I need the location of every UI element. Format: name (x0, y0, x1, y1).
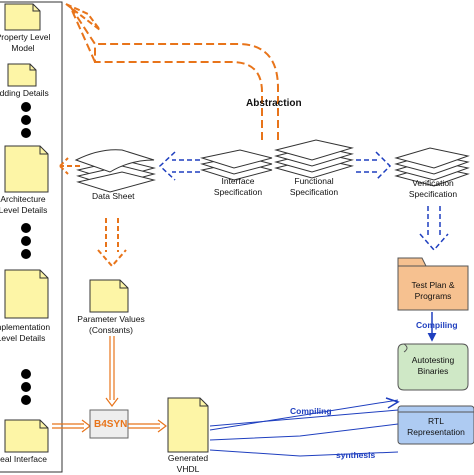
arrow-functional-to-verification (356, 151, 392, 181)
test-plan-box (397, 257, 469, 311)
generated-vhdl-label: Generated VHDL (164, 453, 212, 475)
interface-spec-label: Interface Specification (206, 176, 270, 198)
ellipsis-dots-1 (21, 102, 31, 138)
real-interface-line-1: Real Interface (0, 454, 47, 464)
left-column-frame (0, 1, 63, 473)
rtl-line-2: Representation (407, 427, 465, 437)
params-line-1: Parameter Values (77, 314, 145, 324)
compiling-bottom-label: Compiling (290, 406, 332, 416)
arrow-datasheet-to-params (97, 218, 127, 268)
auto-line-1: Autotesting (411, 355, 455, 365)
rtl-box (397, 405, 474, 445)
implementation-line-2: Level Details (0, 333, 46, 343)
interface-line-1: Interface (221, 176, 255, 186)
b4syn-label: B4SYN (94, 419, 128, 430)
params-line-2: (Constants) (89, 325, 133, 335)
verification-spec-stack (394, 147, 470, 187)
rtl-line-1: RTL (428, 416, 444, 426)
vhdl-to-rtl-arrowhead (385, 397, 400, 409)
label-property-level: Property Level Model (0, 32, 54, 54)
vhdl-to-rtl-lines (209, 399, 399, 457)
property-line-1: Property Level (0, 32, 51, 42)
ellipsis-dots-3 (21, 369, 31, 405)
architecture-line-1: Architecture (0, 194, 46, 204)
functional-spec-label: Functional Specification (280, 176, 348, 198)
doc-icon-architecture (4, 145, 49, 193)
functional-spec-stack (274, 139, 354, 179)
doc-icon-real-interface (4, 419, 49, 453)
arrow-b4syn-to-vhdl (128, 419, 167, 433)
arrow-params-to-b4syn (105, 336, 119, 407)
label-real-interface: Real Interface (0, 454, 47, 465)
arrow-verification-to-testplan (419, 206, 449, 252)
test-plan-label: Test Plan & Programs (400, 280, 466, 302)
parameter-values-label: Parameter Values (Constants) (70, 314, 152, 336)
property-line-2: Model (11, 43, 35, 53)
ellipsis-dots-2 (21, 223, 31, 259)
adding-line-1: Adding Details (0, 88, 49, 98)
arrow-interface-to-datasheet (158, 151, 200, 181)
abstraction-label: Abstraction (246, 98, 302, 109)
doc-icon-implementation (4, 269, 49, 319)
label-adding-details: Adding Details (0, 88, 49, 99)
testplan-line-2: Programs (414, 291, 452, 301)
implementation-line-1: Implementation (0, 322, 51, 332)
interface-spec-stack (200, 149, 273, 181)
arrow-real-to-b4syn (52, 419, 91, 433)
verification-line-2: Specification (408, 189, 458, 199)
verification-spec-label: Verification Specification (398, 178, 468, 200)
autotesting-binaries-box (397, 343, 469, 391)
doc-icon-property (4, 3, 41, 31)
data-sheet-label: Data Sheet (92, 191, 135, 201)
doc-icon-adding (7, 63, 37, 87)
abstraction-arrowhead (65, 3, 101, 31)
verification-line-1: Verification (412, 178, 454, 188)
functional-line-2: Specification (289, 187, 339, 197)
testplan-line-1: Test Plan & (411, 280, 455, 290)
architecture-line-2: Level Details (0, 205, 48, 215)
generated-vhdl-doc (167, 397, 209, 453)
compiling-top-label: Compiling (416, 320, 458, 330)
autotesting-label: Autotesting Binaries (400, 355, 466, 377)
functional-line-1: Functional (294, 176, 334, 186)
synthesis-label: synthesis (336, 450, 376, 460)
label-architecture: Architecture Level Details (0, 194, 54, 216)
parameter-values-doc (89, 279, 129, 313)
label-implementation: Implementation Level Details (0, 322, 56, 344)
vhdl-line-2: VHDL (176, 464, 200, 474)
auto-line-2: Binaries (417, 366, 449, 376)
arrow-to-architecture (59, 157, 80, 175)
data-sheet-stack (74, 149, 156, 193)
rtl-label: RTL Representation (400, 416, 472, 438)
vhdl-line-1: Generated (167, 453, 209, 463)
interface-line-2: Specification (213, 187, 263, 197)
abstraction-arrow (69, 5, 279, 140)
